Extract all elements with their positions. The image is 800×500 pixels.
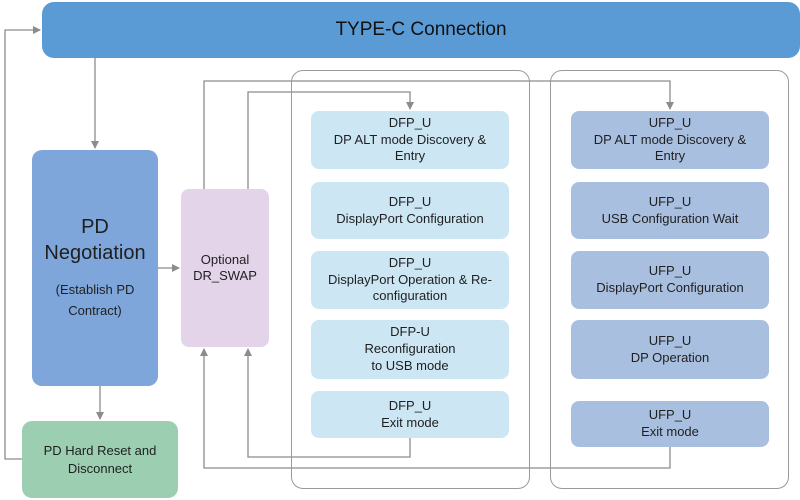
state-line: DFP-U [390,324,430,340]
dr-swap-line-2: DR_SWAP [193,268,257,283]
state-line: Exit mode [381,414,439,430]
state-line: UFP_U [648,114,692,130]
arrow-swap-to-dfp-entry [247,91,414,189]
state-line: to USB mode [371,357,449,373]
pd-negotiation-box: PD Negotiation (Establish PD Contract) [32,150,158,386]
type-c-connection-bar: TYPE-C Connection [42,2,800,58]
ufp-discovery-entry-state: UFP_U DP ALT mode Discovery & Entry [571,111,769,169]
arrow-ufp-exit-to-swap [200,348,671,469]
ufp-displayport-configuration-state: UFP_U DisplayPort Configuration [571,251,769,309]
ufp-dp-operation-state: UFP_U DP Operation [571,320,769,379]
state-line: Reconfiguration [364,341,456,357]
state-line: UFP_U [648,407,692,423]
state-line: DFP_U [388,254,432,270]
state-line: DP Operation [630,349,710,365]
ufp-usb-configuration-wait-state: UFP_U USB Configuration Wait [571,182,769,239]
arrow-dfp-exit-to-swap [244,348,411,458]
state-line: Entry [654,148,686,164]
arrow-reset-to-connection [4,26,41,460]
dfp-displayport-operation-state: DFP_U DisplayPort Operation & Re- config… [311,251,509,309]
dfp-displayport-configuration-state: DFP_U DisplayPort Configuration [311,182,509,239]
pd-negotiation-subtitle-line-2: Contract) [68,303,122,318]
pd-hard-reset-box: PD Hard Reset and Disconnect [22,421,178,498]
state-line: Exit mode [641,424,699,439]
state-line: DisplayPort Configuration [596,280,744,295]
pd-negotiation-subtitle-line-1: (Establish PD [55,282,135,298]
dfp-discovery-entry-state: DFP_U DP ALT mode Discovery & Entry [311,111,509,169]
type-c-connection-label: TYPE-C Connection [335,19,507,41]
state-line: DP ALT mode Discovery & [333,131,487,147]
state-line: DFP_U [388,114,432,130]
hard-reset-line-1: PD Hard Reset and [43,442,157,458]
state-line: DFP_U [388,193,432,209]
state-line: UFP_U [648,263,692,279]
pd-negotiation-title-line-2: Negotiation [44,242,146,265]
dfp-reconfiguration-usb-state: DFP-U Reconfiguration to USB mode [311,320,509,379]
dr-swap-line-1: Optional [200,251,250,267]
ufp-state-group [550,70,789,489]
state-line: Entry [394,148,426,164]
ufp-exit-mode-state: UFP_U Exit mode [571,401,769,447]
hard-reset-line-2: Disconnect [67,460,133,476]
state-line: UFP_U [648,193,692,209]
state-line: DisplayPort Operation & Re- [327,271,492,287]
state-line: USB Configuration Wait [601,210,739,226]
state-line: configuration [372,288,448,304]
dfp-state-group [291,70,530,489]
state-line: DisplayPort Configuration [336,210,484,226]
state-line: DFP_U [388,397,432,413]
arrow-swap-to-ufp-entry [203,80,674,189]
dfp-exit-mode-state: DFP_U Exit mode [311,391,509,438]
state-line: DP ALT mode Discovery & [593,131,747,147]
dr-swap-box: Optional DR_SWAP [181,189,269,347]
state-line: UFP_U [648,332,692,348]
pd-negotiation-title-line-1: PD [81,216,109,239]
